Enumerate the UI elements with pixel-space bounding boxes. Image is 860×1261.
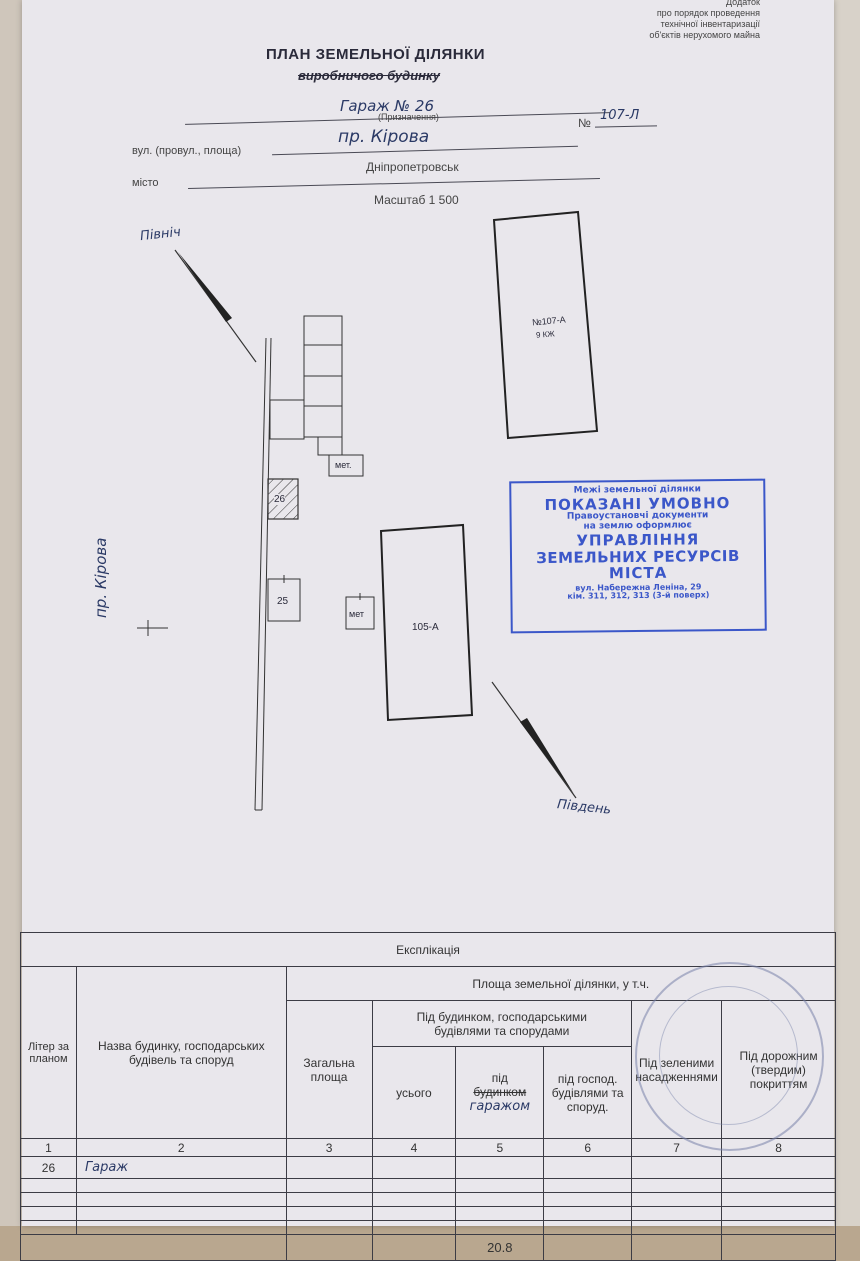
row-name: Гараж xyxy=(75,1156,287,1179)
col-hh-header: під господ. будівлями та споруд. xyxy=(543,1046,633,1139)
street-label: вул. (провул., площа) xyxy=(132,145,242,157)
row-cell xyxy=(455,1156,545,1179)
col-num: 6 xyxy=(543,1138,633,1157)
total-cell xyxy=(371,1234,457,1261)
total-cell xyxy=(543,1234,633,1261)
south-arrow xyxy=(491,681,577,799)
building-107a-sublabel: 9 КЖ xyxy=(535,329,556,340)
land-resources-stamp: Межі земельної ділянки ПОКАЗАНІ УМОВНО П… xyxy=(509,478,767,634)
corner-note: Додаток про порядок проведення технічної… xyxy=(590,0,760,41)
total-cell xyxy=(631,1234,723,1261)
col-under-header: під будинком гаражом xyxy=(455,1046,545,1139)
building-107a-outline xyxy=(492,210,599,440)
under-buildings-header: Під будинком, господарськими будівлями т… xyxy=(371,1000,633,1047)
col-liter-header: Літер за планом xyxy=(20,966,77,1139)
row-cell xyxy=(721,1156,836,1179)
row-liter: 26 xyxy=(20,1156,77,1179)
city-label: місто xyxy=(132,177,159,189)
col-under-handwritten: гаражом xyxy=(469,1099,531,1114)
row-cell xyxy=(285,1156,373,1179)
col-num: 5 xyxy=(455,1138,545,1157)
col-total-header: Загальна площа xyxy=(285,1000,373,1139)
subtitle-struck: виробничого будинку xyxy=(298,68,440,83)
corner-line: про порядок проведення xyxy=(656,8,760,18)
corner-line: Додаток xyxy=(725,0,760,7)
total-row-label xyxy=(20,1234,287,1261)
scale-label: Масштаб 1 500 xyxy=(374,193,459,207)
row-cell xyxy=(371,1156,457,1179)
number-value: 107-Л xyxy=(600,108,640,123)
col-num: 3 xyxy=(285,1138,373,1157)
purpose-label: (Призначення) xyxy=(378,112,439,122)
met-top-label: мет. xyxy=(335,460,352,470)
row-cell xyxy=(543,1156,633,1179)
col-name-header: Назва будинку, господарських будівель та… xyxy=(75,966,287,1139)
street-edge xyxy=(254,337,272,811)
street-label-vertical: пр. Кірова xyxy=(92,537,110,618)
purpose-value: Гараж № 26 xyxy=(340,97,434,115)
number-label: № xyxy=(578,116,591,130)
total-garage-area: 20.8 xyxy=(455,1234,545,1261)
col-all-header: усього xyxy=(371,1046,457,1139)
total-cell xyxy=(285,1234,373,1261)
page-title: ПЛАН ЗЕМЕЛЬНОЇ ДІЛЯНКИ xyxy=(266,46,486,63)
met-bottom-label: мет xyxy=(349,609,365,619)
total-cell xyxy=(721,1234,836,1261)
row-cell xyxy=(631,1156,723,1179)
col-num: 4 xyxy=(371,1138,457,1157)
met-shed-top xyxy=(328,454,364,477)
building-105a-label: 105-А xyxy=(412,622,439,633)
round-seal-stamp xyxy=(635,962,824,1151)
site-plan-drawing xyxy=(137,210,599,811)
street-value: пр. Кірова xyxy=(338,127,430,147)
building-105a-outline xyxy=(379,523,474,722)
garage-row xyxy=(269,315,343,456)
col-num: 2 xyxy=(75,1138,287,1157)
col-under-struck: будинком xyxy=(473,1085,527,1099)
corner-line: об'єктів нерухомого майна xyxy=(649,30,760,40)
stamp-line: кім. 311, 312, 313 (3-й поверх) xyxy=(567,590,710,602)
col-num: 1 xyxy=(20,1138,77,1157)
north-arrow xyxy=(174,249,257,363)
garage-25-label: 25 xyxy=(277,596,289,607)
corner-line: технічної інвентаризації xyxy=(660,19,760,29)
explication-title: Експлікація xyxy=(20,932,836,967)
city-value: Дніпропетровськ xyxy=(366,160,459,174)
col-under-prefix: під xyxy=(491,1071,508,1085)
stamp-line: МІСТА xyxy=(608,563,668,583)
garage-26-label: 26 xyxy=(274,494,286,505)
